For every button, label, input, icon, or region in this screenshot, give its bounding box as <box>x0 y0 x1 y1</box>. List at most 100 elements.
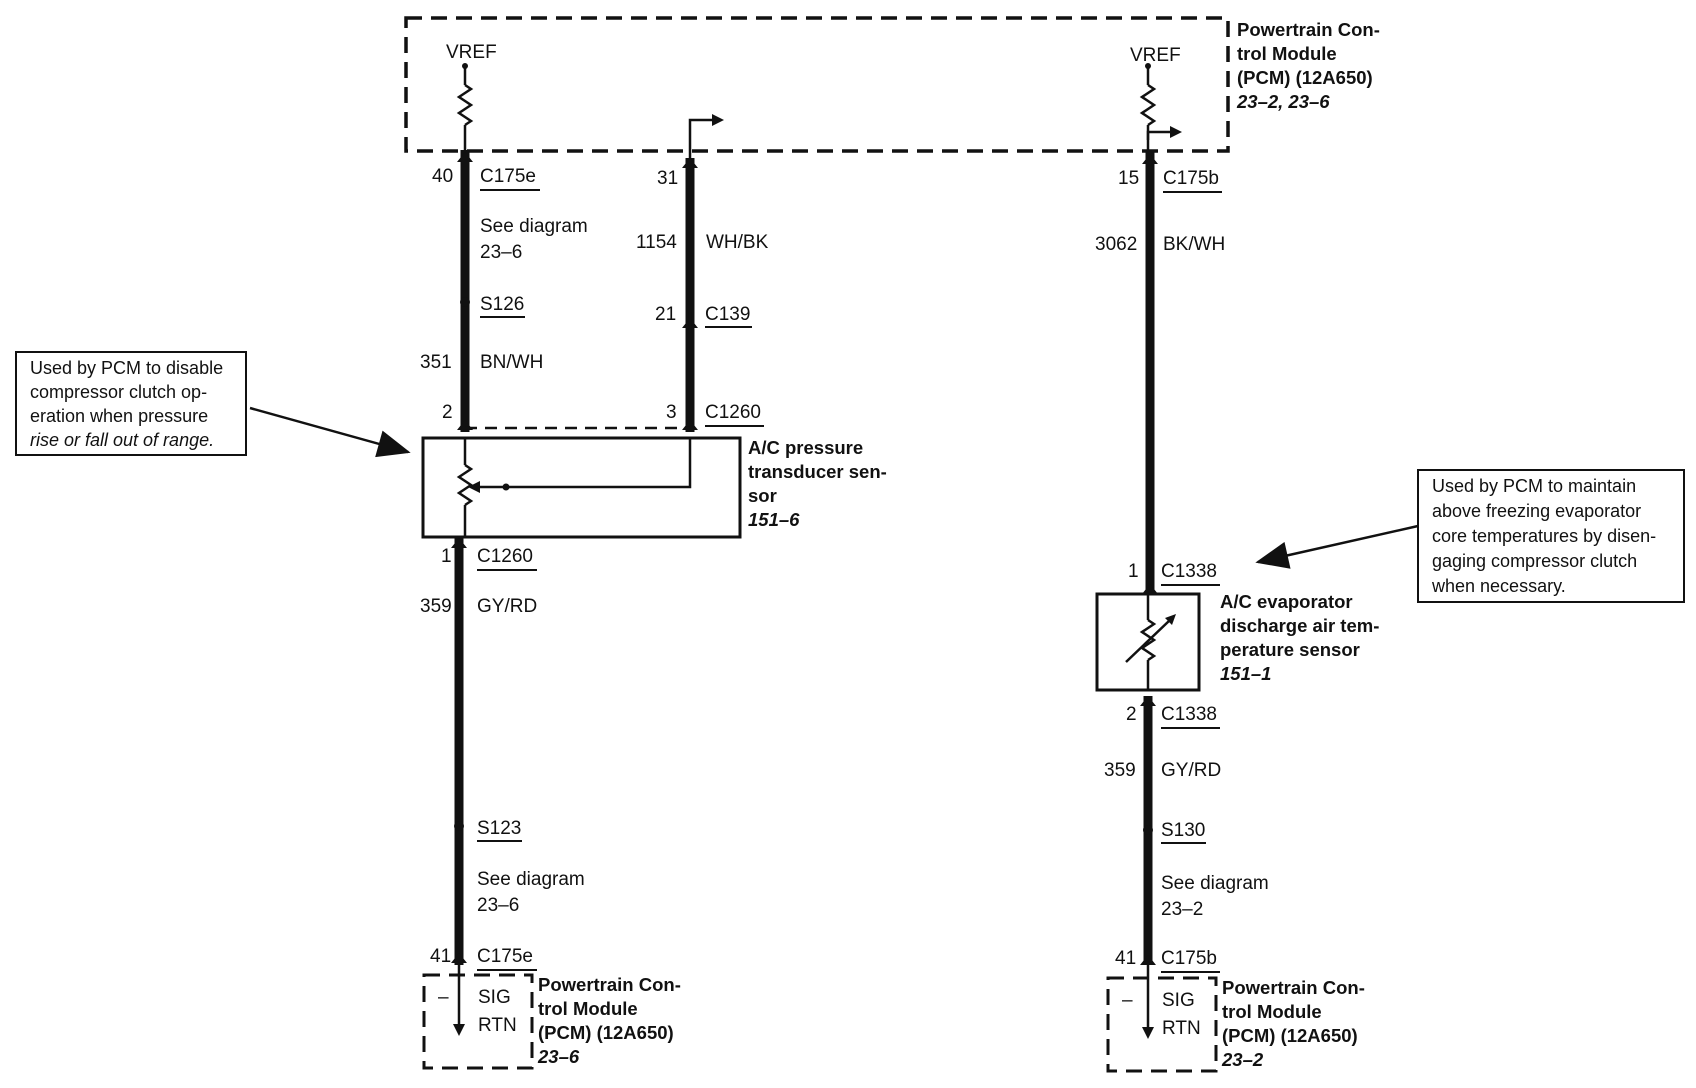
note-left-line-1: Used by PCM to disable <box>30 358 223 378</box>
pressure-sensor-connector-top: C1260 <box>705 402 761 423</box>
pcm-bottom-right-title-1: Powertrain Con- <box>1222 977 1365 998</box>
pcm-bottom-right-ground-arrow <box>1142 1027 1154 1039</box>
note-right-callout: Used by PCM to maintain above freezing e… <box>1255 469 1685 603</box>
splice-s130-label: S130 <box>1161 820 1205 841</box>
pcm-bottom-left-minus: – <box>438 987 449 1008</box>
pressure-sensor-title-1: A/C pressure <box>748 437 863 458</box>
note-left-callout: Used by PCM to disable compressor clutch… <box>15 351 411 458</box>
evap-sensor-title-3: perature sensor <box>1220 639 1360 660</box>
evap-sensor-connector-top: C1338 <box>1161 561 1217 582</box>
note-right-line-3: core temperatures by disen- <box>1432 526 1656 546</box>
left-pin-bottom: 41 <box>430 946 451 967</box>
connector-c139-label: C139 <box>705 304 750 325</box>
left-see-diagram-top-2: 23–6 <box>480 242 522 263</box>
note-left-arrow <box>249 406 411 458</box>
pcm-bottom-right-dashed-box <box>1106 976 1218 1073</box>
note-right-line-2: above freezing evaporator <box>1432 501 1641 521</box>
splice-s123-dot <box>454 821 464 831</box>
left-circuit-top-color: BN/WH <box>480 352 543 373</box>
pressure-sensor-pin-1: 1 <box>441 546 452 567</box>
splice-s130-dot <box>1143 825 1153 835</box>
note-left-line-3: eration when pressure <box>30 406 208 426</box>
right-circuit: 15 C175b 3062 BK/WH 1 C1338 2 C1338 359 … <box>1095 152 1269 973</box>
pressure-sensor-pin-3: 3 <box>666 402 677 423</box>
pressure-sensor-box <box>421 436 742 539</box>
left-connector-bottom: C175e <box>477 946 533 967</box>
evaporator-temperature-sensor: A/C evaporator discharge air tem- peratu… <box>1095 591 1379 692</box>
pcm-vref-right-resistor <box>1139 83 1157 127</box>
pressure-sensor-potentiometer <box>456 463 474 507</box>
right-see-diagram-bottom-1: See diagram <box>1161 873 1269 894</box>
pcm-top-title-line-3: (PCM) (12A650) <box>1237 67 1373 88</box>
middle-pin-mid: 21 <box>655 304 676 325</box>
pcm-middle-buffer-symbol <box>688 118 714 160</box>
left-circuit: 40 C175e See diagram 23–6 S126 351 BN/WH… <box>420 150 588 971</box>
pcm-bottom-left-module: – SIG RTN Powertrain Con- trol Module (P… <box>422 965 681 1070</box>
pcm-bottom-right-page-ref: 23–2 <box>1221 1049 1264 1070</box>
middle-circuit-number: 1154 <box>636 232 677 253</box>
pcm-top-module: VREF VREF Powertrain Con- trol Module (P… <box>404 16 1380 160</box>
splice-s123-label: S123 <box>477 818 521 839</box>
pcm-bottom-left-rtn: RTN <box>478 1015 517 1036</box>
right-circuit-bottom-color: GY/RD <box>1161 760 1221 781</box>
note-left-box <box>15 351 247 456</box>
left-circuit-top-number: 351 <box>420 352 452 373</box>
pressure-sensor-title-2: transducer sen- <box>748 461 887 482</box>
right-pin-bottom: 41 <box>1115 948 1136 969</box>
right-see-diagram-bottom-2: 23–2 <box>1161 899 1203 920</box>
right-pin-top: 15 <box>1118 168 1139 189</box>
pcm-bottom-right-title-2: trol Module <box>1222 1001 1322 1022</box>
left-connector-top: C175e <box>480 166 536 187</box>
note-right-line-1: Used by PCM to maintain <box>1432 476 1636 496</box>
pcm-top-dashed-box <box>404 16 1230 153</box>
pcm-vref-left-resistor <box>456 83 474 127</box>
right-circuit-bottom-number: 359 <box>1104 760 1136 781</box>
left-see-diagram-bottom-1: See diagram <box>477 869 585 890</box>
pressure-sensor-connector-bottom: C1260 <box>477 546 533 567</box>
note-right-arrow <box>1255 524 1419 569</box>
pcm-bottom-left-title-2: trol Module <box>538 998 638 1019</box>
evap-sensor-title-2: discharge air tem- <box>1220 615 1379 636</box>
evap-sensor-title-1: A/C evaporator <box>1220 591 1353 612</box>
pcm-top-page-ref: 23–2, 23–6 <box>1236 91 1330 112</box>
right-circuit-top-color: BK/WH <box>1163 234 1225 255</box>
note-left-line-2: compressor clutch op- <box>30 382 207 402</box>
evap-sensor-pin-2: 2 <box>1126 704 1137 725</box>
pcm-bottom-left-title-1: Powertrain Con- <box>538 974 681 995</box>
evap-sensor-thermistor <box>1139 618 1157 662</box>
splice-s126-label: S126 <box>480 294 524 315</box>
pressure-transducer-sensor: A/C pressure transducer sen- sor 151–6 <box>421 436 887 539</box>
evap-sensor-page-ref: 151–1 <box>1220 663 1271 684</box>
pcm-bottom-left-ground-arrow <box>453 1024 465 1036</box>
pcm-bottom-left-dashed-box <box>422 973 534 1070</box>
pcm-bottom-right-title-3: (PCM) (12A650) <box>1222 1025 1358 1046</box>
note-right-line-5: when necessary. <box>1431 576 1566 596</box>
pcm-bottom-left-page-ref: 23–6 <box>537 1046 580 1067</box>
evap-sensor-pin-1: 1 <box>1128 561 1139 582</box>
left-see-diagram-top-1: See diagram <box>480 216 588 237</box>
left-circuit-bottom-color: GY/RD <box>477 596 537 617</box>
left-see-diagram-bottom-2: 23–6 <box>477 895 519 916</box>
pcm-bottom-right-module: – SIG RTN Powertrain Con- trol Module (P… <box>1106 965 1365 1073</box>
pcm-bottom-left-sig: SIG <box>478 987 511 1008</box>
pcm-right-buffer-symbol <box>1146 130 1170 140</box>
note-right-box <box>1417 469 1685 603</box>
note-right-line-4: gaging compressor clutch <box>1432 551 1637 571</box>
middle-circuit-color: WH/BK <box>706 232 769 253</box>
pcm-top-title-line-2: trol Module <box>1237 43 1337 64</box>
left-pin-top: 40 <box>432 166 453 187</box>
pressure-sensor-page-ref: 151–6 <box>748 509 800 530</box>
note-left-line-4: rise or fall out of range. <box>30 430 214 450</box>
evap-sensor-connector-bottom: C1338 <box>1161 704 1217 725</box>
right-connector-top: C175b <box>1163 168 1219 189</box>
right-connector-bottom: C175b <box>1161 948 1217 969</box>
middle-circuit: 31 1154 WH/BK 21 C139 3 C1260 <box>465 158 769 432</box>
pcm-vref-right-label: VREF <box>1130 45 1181 66</box>
pcm-bottom-right-minus: – <box>1122 990 1133 1011</box>
pcm-bottom-right-rtn: RTN <box>1162 1018 1201 1039</box>
pcm-top-title-line-1: Powertrain Con- <box>1237 19 1380 40</box>
left-circuit-bottom-number: 359 <box>420 596 452 617</box>
pcm-vref-left-label: VREF <box>446 42 497 63</box>
right-circuit-top-number: 3062 <box>1095 234 1137 255</box>
